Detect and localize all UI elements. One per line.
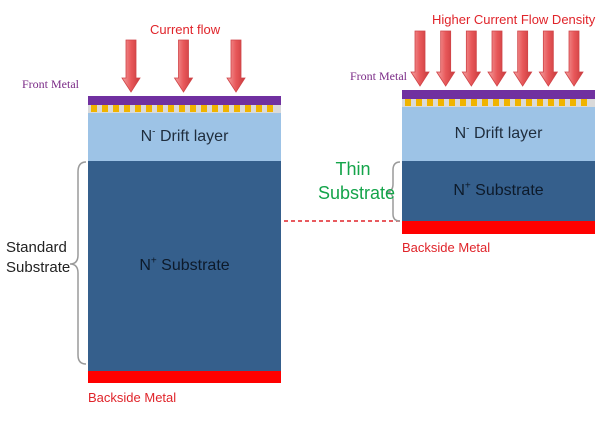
contact-pad xyxy=(223,105,229,112)
contact-pad xyxy=(256,105,262,112)
thin-substrate-label: Thin Substrate xyxy=(318,159,396,203)
contact-pad xyxy=(267,105,273,112)
contact-pad xyxy=(493,99,499,106)
current-arrow xyxy=(173,39,194,93)
right-substrate: N+ Substrate xyxy=(402,161,595,221)
contact-pad xyxy=(515,99,521,106)
contact-pad xyxy=(405,99,411,106)
contact-pad xyxy=(234,105,240,112)
standard-substrate-brace xyxy=(69,161,87,365)
right-current-arrows xyxy=(410,30,584,87)
contact-pad xyxy=(212,105,218,112)
thin-substrate-brace xyxy=(385,161,401,222)
contact-pad xyxy=(190,105,196,112)
contact-pad xyxy=(548,99,554,106)
current-arrow xyxy=(538,30,559,87)
current-arrow xyxy=(435,30,456,87)
contact-pad xyxy=(581,99,587,106)
current-arrow xyxy=(461,30,482,87)
current-arrow xyxy=(410,30,430,87)
right-contact-pads xyxy=(402,99,595,107)
higher-density-label: Higher Current Flow Density xyxy=(432,12,596,27)
contact-pad xyxy=(179,105,185,112)
left-contact-pads xyxy=(88,105,281,113)
left-drift-label: N- Drift layer xyxy=(140,126,229,145)
contact-pad xyxy=(201,105,207,112)
left-backside-metal-label: Backside Metal xyxy=(88,390,177,405)
left-front-metal-label: Front Metal xyxy=(22,77,79,91)
contact-pad xyxy=(438,99,444,106)
current-arrow xyxy=(226,39,246,93)
left-drift-layer: N- Drift layer xyxy=(88,113,281,161)
contact-pad xyxy=(157,105,163,112)
right-backside-metal xyxy=(402,221,595,234)
contact-pad xyxy=(504,99,510,106)
current-arrow xyxy=(564,30,584,87)
left-substrate-label: N+ Substrate xyxy=(139,255,230,274)
contact-pad xyxy=(526,99,532,106)
contact-pad xyxy=(245,105,251,112)
contact-pad xyxy=(449,99,455,106)
right-drift-layer: N- Drift layer xyxy=(402,107,595,161)
right-substrate-label: N+ Substrate xyxy=(453,180,544,199)
right-front-metal-label: Front Metal xyxy=(350,69,407,83)
current-arrow xyxy=(487,30,507,87)
contact-pad xyxy=(416,99,422,106)
contact-pad xyxy=(168,105,174,112)
contact-pad xyxy=(482,99,488,106)
contact-pad xyxy=(124,105,130,112)
contact-pad xyxy=(102,105,108,112)
contact-pad xyxy=(471,99,477,106)
left-backside-metal xyxy=(88,371,281,383)
left-substrate: N+ Substrate xyxy=(88,161,281,371)
contact-pad xyxy=(146,105,152,112)
current-flow-label: Current flow xyxy=(150,22,221,37)
contact-pad xyxy=(460,99,466,106)
right-backside-metal-label: Backside Metal xyxy=(402,240,491,255)
left-front-metal xyxy=(88,96,281,105)
contact-pad xyxy=(559,99,565,106)
contact-pad xyxy=(91,105,97,112)
right-front-metal xyxy=(402,90,595,99)
left-current-arrows xyxy=(121,39,246,93)
contact-pad xyxy=(570,99,576,106)
contact-pad xyxy=(135,105,141,112)
contact-pad xyxy=(113,105,119,112)
contact-pad xyxy=(537,99,543,106)
contact-pad xyxy=(427,99,433,106)
standard-substrate-label: Standard Substrate xyxy=(6,239,71,276)
current-arrow xyxy=(121,39,141,93)
right-drift-label: N- Drift layer xyxy=(454,123,543,142)
current-arrow xyxy=(512,30,533,87)
